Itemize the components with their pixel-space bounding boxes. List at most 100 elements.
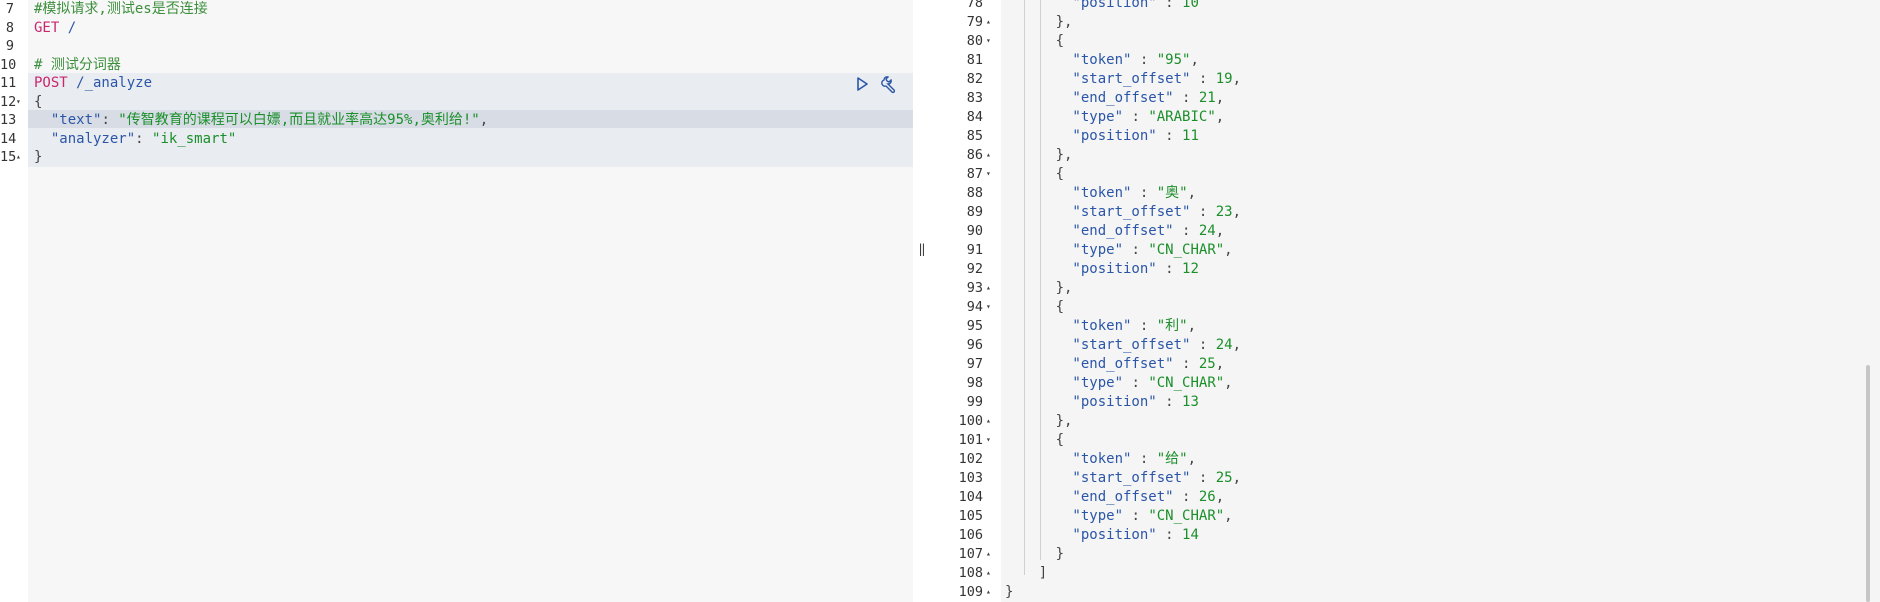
token-punct: { <box>1005 166 1065 182</box>
token-punct: : <box>1156 527 1183 543</box>
line-number: 98 <box>966 375 983 391</box>
token-punct: }, <box>1005 147 1073 163</box>
token-punct: }, <box>1005 280 1073 296</box>
fold-collapse-icon[interactable]: ▴ <box>986 587 991 596</box>
token-punct: : <box>1173 223 1199 239</box>
resize-handle-icon[interactable]: ‖ <box>918 242 926 256</box>
line-number: 92 <box>966 261 983 277</box>
code-text[interactable]: GET / <box>34 19 76 37</box>
token-punct: { <box>1005 432 1065 448</box>
fold-collapse-icon[interactable]: ▴ <box>986 549 991 558</box>
token-comment: # 测试分词器 <box>34 56 121 73</box>
line-number: 91 <box>966 242 983 258</box>
token-punct: : <box>1173 356 1199 372</box>
fold-collapse-icon[interactable]: ▴ <box>16 152 21 161</box>
code-text: "start_offset" : 19, <box>1005 70 1241 88</box>
code-text: "token" : "95", <box>1005 51 1199 69</box>
line-number: 87 <box>966 166 983 182</box>
token-punct: : <box>1173 90 1199 106</box>
token-punct: , <box>1190 52 1199 68</box>
token-key: "token" <box>1005 451 1132 467</box>
token-key: "start_offset" <box>1005 204 1191 220</box>
line-number: 95 <box>966 318 983 334</box>
token-str: "奥" <box>1156 185 1188 201</box>
pane-divider[interactable]: ‖ <box>913 0 931 602</box>
response-gutter <box>931 0 1001 602</box>
code-text: "token" : "利", <box>1005 317 1196 335</box>
request-gutter <box>0 0 28 602</box>
fold-expanded-icon[interactable]: ▾ <box>986 169 991 178</box>
token-punct: } <box>1005 546 1065 562</box>
line-number: 7 <box>5 1 14 17</box>
response-scrollbar[interactable] <box>1866 365 1870 602</box>
line-number: 83 <box>966 90 983 106</box>
token-punct: : <box>101 112 119 128</box>
token-key: "type" <box>1005 242 1124 258</box>
wrench-icon[interactable] <box>880 74 900 94</box>
fold-collapse-icon[interactable]: ▴ <box>986 283 991 292</box>
token-key: "start_offset" <box>1005 337 1191 353</box>
token-str: "CN_CHAR" <box>1148 375 1225 391</box>
token-punct: : <box>1173 489 1199 505</box>
token-url: /_analyze <box>67 75 153 91</box>
response-code-area[interactable] <box>1001 0 1880 602</box>
token-punct: : <box>1131 52 1157 68</box>
token-key: "position" <box>1005 128 1157 144</box>
token-punct: : <box>1123 508 1149 524</box>
line-number: 80 <box>966 33 983 49</box>
code-text[interactable]: # 测试分词器 <box>34 56 121 74</box>
token-str: 26 <box>1198 489 1216 505</box>
token-key: "token" <box>1005 185 1132 201</box>
token-str: 25 <box>1215 470 1233 486</box>
fold-collapse-icon[interactable]: ▴ <box>986 416 991 425</box>
code-text[interactable]: "text": "传智教育的课程可以白嫖,而且就业率高达95%,奥利给!", <box>34 111 488 129</box>
fold-collapse-icon[interactable]: ▴ <box>986 17 991 26</box>
code-text[interactable]: #模拟请求,测试es是否连接 <box>34 0 208 18</box>
token-punct: { <box>1005 299 1065 315</box>
code-text: }, <box>1005 13 1073 31</box>
token-punct: : <box>1123 242 1149 258</box>
code-text: "position" : 12 <box>1005 260 1199 278</box>
line-number: 102 <box>958 451 983 467</box>
code-text: "end_offset" : 24, <box>1005 222 1224 240</box>
token-punct: } <box>1005 584 1014 600</box>
token-str: 23 <box>1215 204 1233 220</box>
token-punct: : <box>1190 204 1216 220</box>
token-punct: }, <box>1005 14 1073 30</box>
token-str: 24 <box>1215 337 1233 353</box>
line-number: 12 <box>0 93 17 110</box>
code-text[interactable]: "analyzer": "ik_smart" <box>34 130 236 148</box>
token-str: 12 <box>1182 261 1199 277</box>
token-punct: , <box>1187 318 1197 334</box>
play-icon[interactable] <box>852 74 872 94</box>
indent-guide <box>1040 0 1041 560</box>
code-text[interactable]: } <box>34 148 42 166</box>
code-text[interactable]: { <box>34 93 42 111</box>
code-text[interactable]: POST /_analyze <box>34 74 152 92</box>
token-punct: : <box>1131 318 1157 334</box>
code-text: "start_offset" : 25, <box>1005 469 1241 487</box>
line-number: 106 <box>958 527 983 543</box>
token-punct: , <box>1232 204 1242 220</box>
fold-expanded-icon[interactable]: ▾ <box>986 302 991 311</box>
fold-collapse-icon[interactable]: ▴ <box>986 568 991 577</box>
token-punct: : <box>1156 128 1183 144</box>
line-number: 104 <box>958 489 983 505</box>
token-punct: : <box>1131 451 1157 467</box>
token-str: "95" <box>1156 52 1191 68</box>
code-text: }, <box>1005 146 1073 164</box>
token-key: "end_offset" <box>1005 223 1174 239</box>
code-text: "position" : 14 <box>1005 526 1198 544</box>
fold-expanded-icon[interactable]: ▾ <box>16 96 21 106</box>
token-punct: , <box>1224 508 1233 524</box>
fold-expanded-icon[interactable]: ▾ <box>986 435 991 444</box>
fold-expanded-icon[interactable]: ▾ <box>986 36 991 45</box>
token-punct: : <box>1156 261 1183 277</box>
token-punct: ] <box>1005 565 1048 581</box>
request-actions <box>852 74 900 94</box>
token-punct: , <box>1215 489 1225 505</box>
token-punct: : <box>1123 375 1149 391</box>
fold-collapse-icon[interactable]: ▴ <box>986 150 991 159</box>
